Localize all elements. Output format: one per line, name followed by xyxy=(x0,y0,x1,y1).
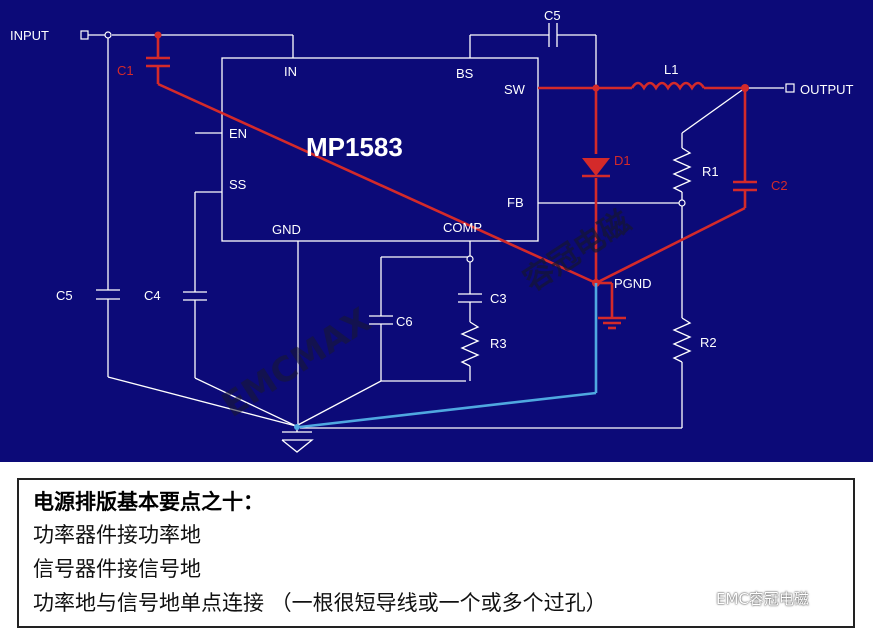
notes-line: 信号器件接信号地 xyxy=(33,557,201,581)
notes-line: 功率器件接功率地 xyxy=(33,523,201,547)
c5-top-label: C5 xyxy=(544,8,561,23)
pin-bs-label: BS xyxy=(456,66,474,81)
signal-return-path xyxy=(299,283,598,429)
credit-label: EMC容冠电磁 xyxy=(716,590,809,608)
c4-label: C4 xyxy=(144,288,161,303)
r1-label: R1 xyxy=(702,164,719,179)
chip-title: MP1583 xyxy=(306,132,403,162)
wechat-icon xyxy=(695,591,711,606)
notes-box: 电源排版基本要点之十： 功率器件接功率地 信号器件接信号地 功率地与信号地单点连… xyxy=(17,478,855,628)
wires xyxy=(88,23,784,453)
r2-label: R2 xyxy=(700,335,717,350)
notes-line: 功率地与信号地单点连接 （一根很短导线或一个或多个过孔） xyxy=(33,591,607,615)
schematic-diagram: MP1583 IN BS SW EN SS FB GND COMP INPUT … xyxy=(0,0,873,462)
c5-left-label: C5 xyxy=(56,288,73,303)
ic-body xyxy=(221,57,539,242)
d1-label: D1 xyxy=(614,153,631,168)
c2-label: C2 xyxy=(771,178,788,193)
l1-label: L1 xyxy=(664,62,678,77)
c1-label: C1 xyxy=(117,63,134,78)
c6-label: C6 xyxy=(396,314,413,329)
power-path xyxy=(146,35,757,330)
input-terminal xyxy=(80,30,89,40)
pin-comp-label: COMP xyxy=(443,220,482,235)
input-label: INPUT xyxy=(10,28,49,43)
pin-ss-label: SS xyxy=(229,177,247,192)
pin-en-label: EN xyxy=(229,126,247,141)
notes-heading: 电源排版基本要点之十： xyxy=(33,490,264,514)
pin-sw-label: SW xyxy=(504,82,526,97)
diode-symbol xyxy=(582,158,610,176)
pin-gnd-label: GND xyxy=(272,222,301,237)
c3-label: C3 xyxy=(490,291,507,306)
r3-label: R3 xyxy=(490,336,507,351)
pin-fb-label: FB xyxy=(507,195,524,210)
pgnd-label: PGND xyxy=(614,276,652,291)
pin-in-label: IN xyxy=(284,64,297,79)
output-label: OUTPUT xyxy=(800,82,854,97)
schematic-background xyxy=(0,0,873,462)
output-terminal xyxy=(785,83,795,93)
source-credit: EMC容冠电磁 xyxy=(694,588,809,609)
